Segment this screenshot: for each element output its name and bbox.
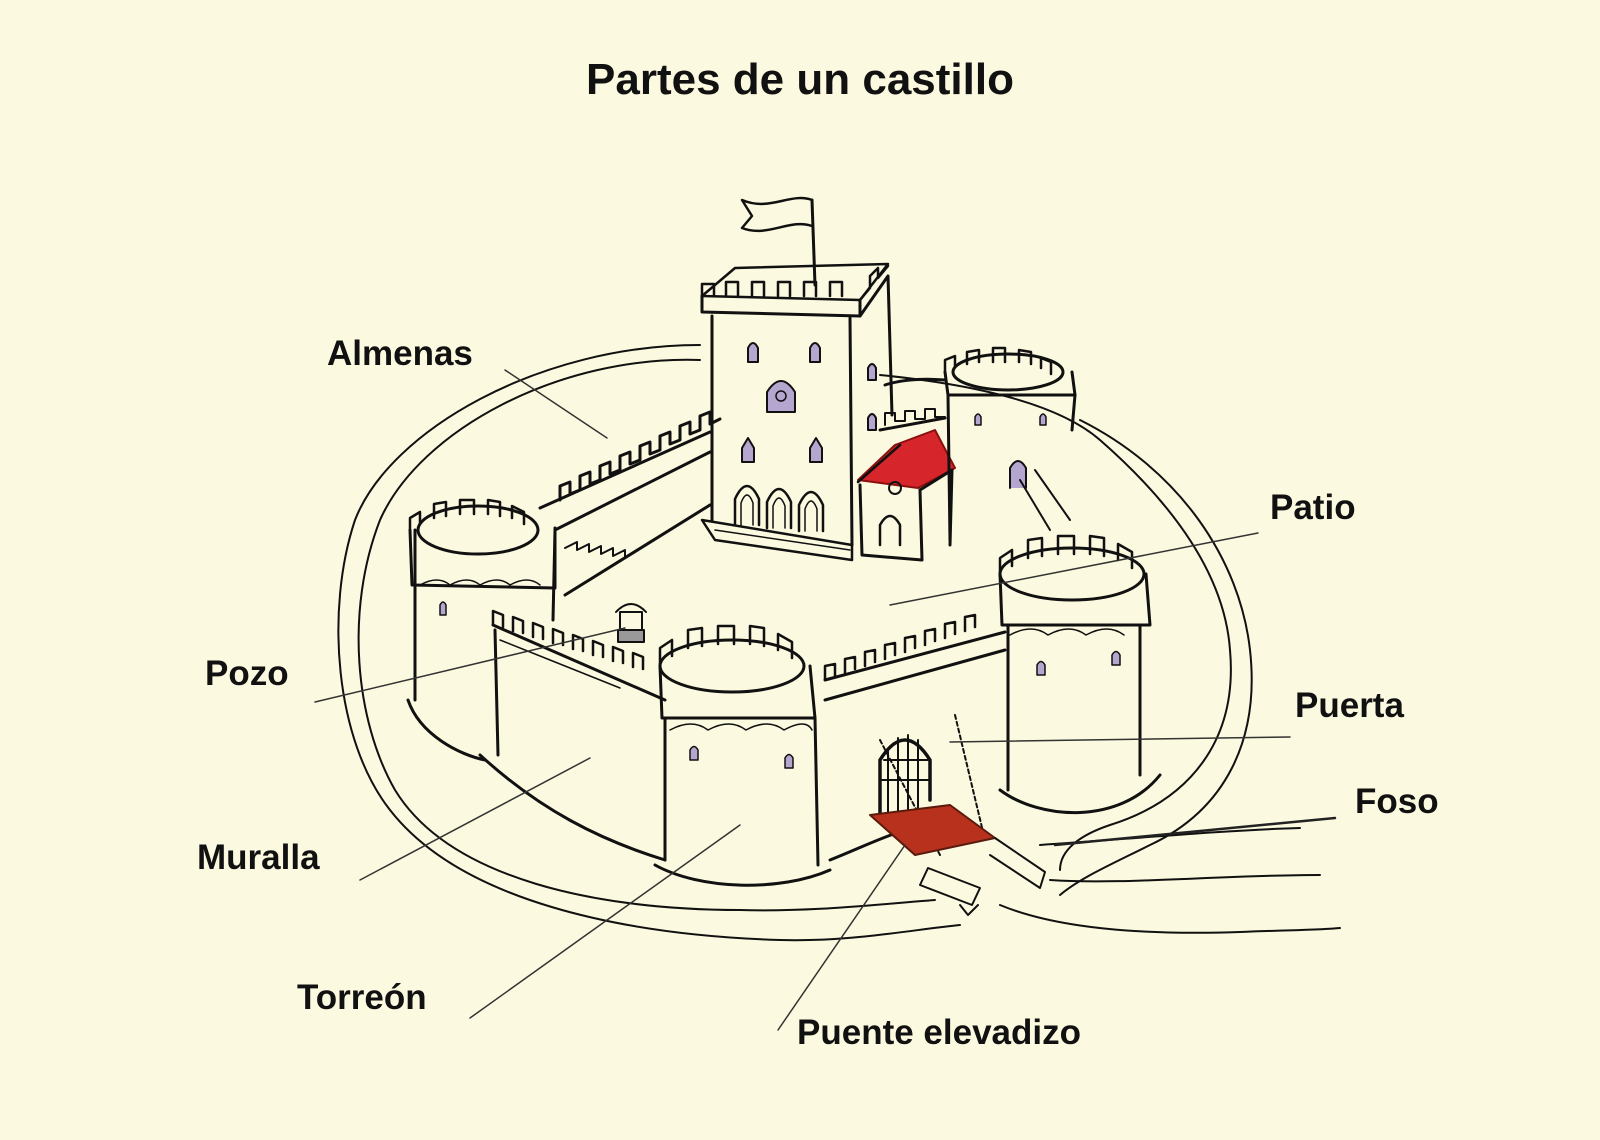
label-foso: Foso xyxy=(1355,782,1439,821)
label-puente-elevadizo: Puente elevadizo xyxy=(797,1013,1081,1052)
chapel xyxy=(856,429,956,562)
leader-muralla xyxy=(359,757,591,881)
leader-puerta xyxy=(949,736,1291,743)
drawbridge xyxy=(869,804,1046,916)
back-wall-left xyxy=(538,410,722,597)
leader-puente xyxy=(777,844,906,1031)
leader-pozo xyxy=(314,627,626,703)
back-wall-right xyxy=(878,377,947,432)
label-almenas: Almenas xyxy=(327,334,473,373)
label-pozo: Pozo xyxy=(205,654,289,693)
well xyxy=(615,603,647,643)
wall-front-left xyxy=(478,609,667,862)
leader-almenas xyxy=(504,369,608,439)
label-torreon: Torreón xyxy=(297,978,427,1017)
label-puerta: Puerta xyxy=(1295,686,1404,725)
leader-lines xyxy=(314,369,1337,1031)
tower-left xyxy=(406,498,557,762)
tower-back-right xyxy=(943,346,1077,542)
leader-torreon xyxy=(469,824,741,1019)
moat xyxy=(337,344,1341,942)
label-patio: Patio xyxy=(1270,488,1356,527)
leader-patio xyxy=(889,532,1259,606)
tower-front xyxy=(653,624,832,887)
leader-foso xyxy=(1053,816,1337,847)
tower-front-right xyxy=(998,534,1162,814)
label-muralla: Muralla xyxy=(197,838,320,877)
diagram-title: Partes de un castillo xyxy=(586,55,1014,104)
keep-tower xyxy=(700,196,894,562)
